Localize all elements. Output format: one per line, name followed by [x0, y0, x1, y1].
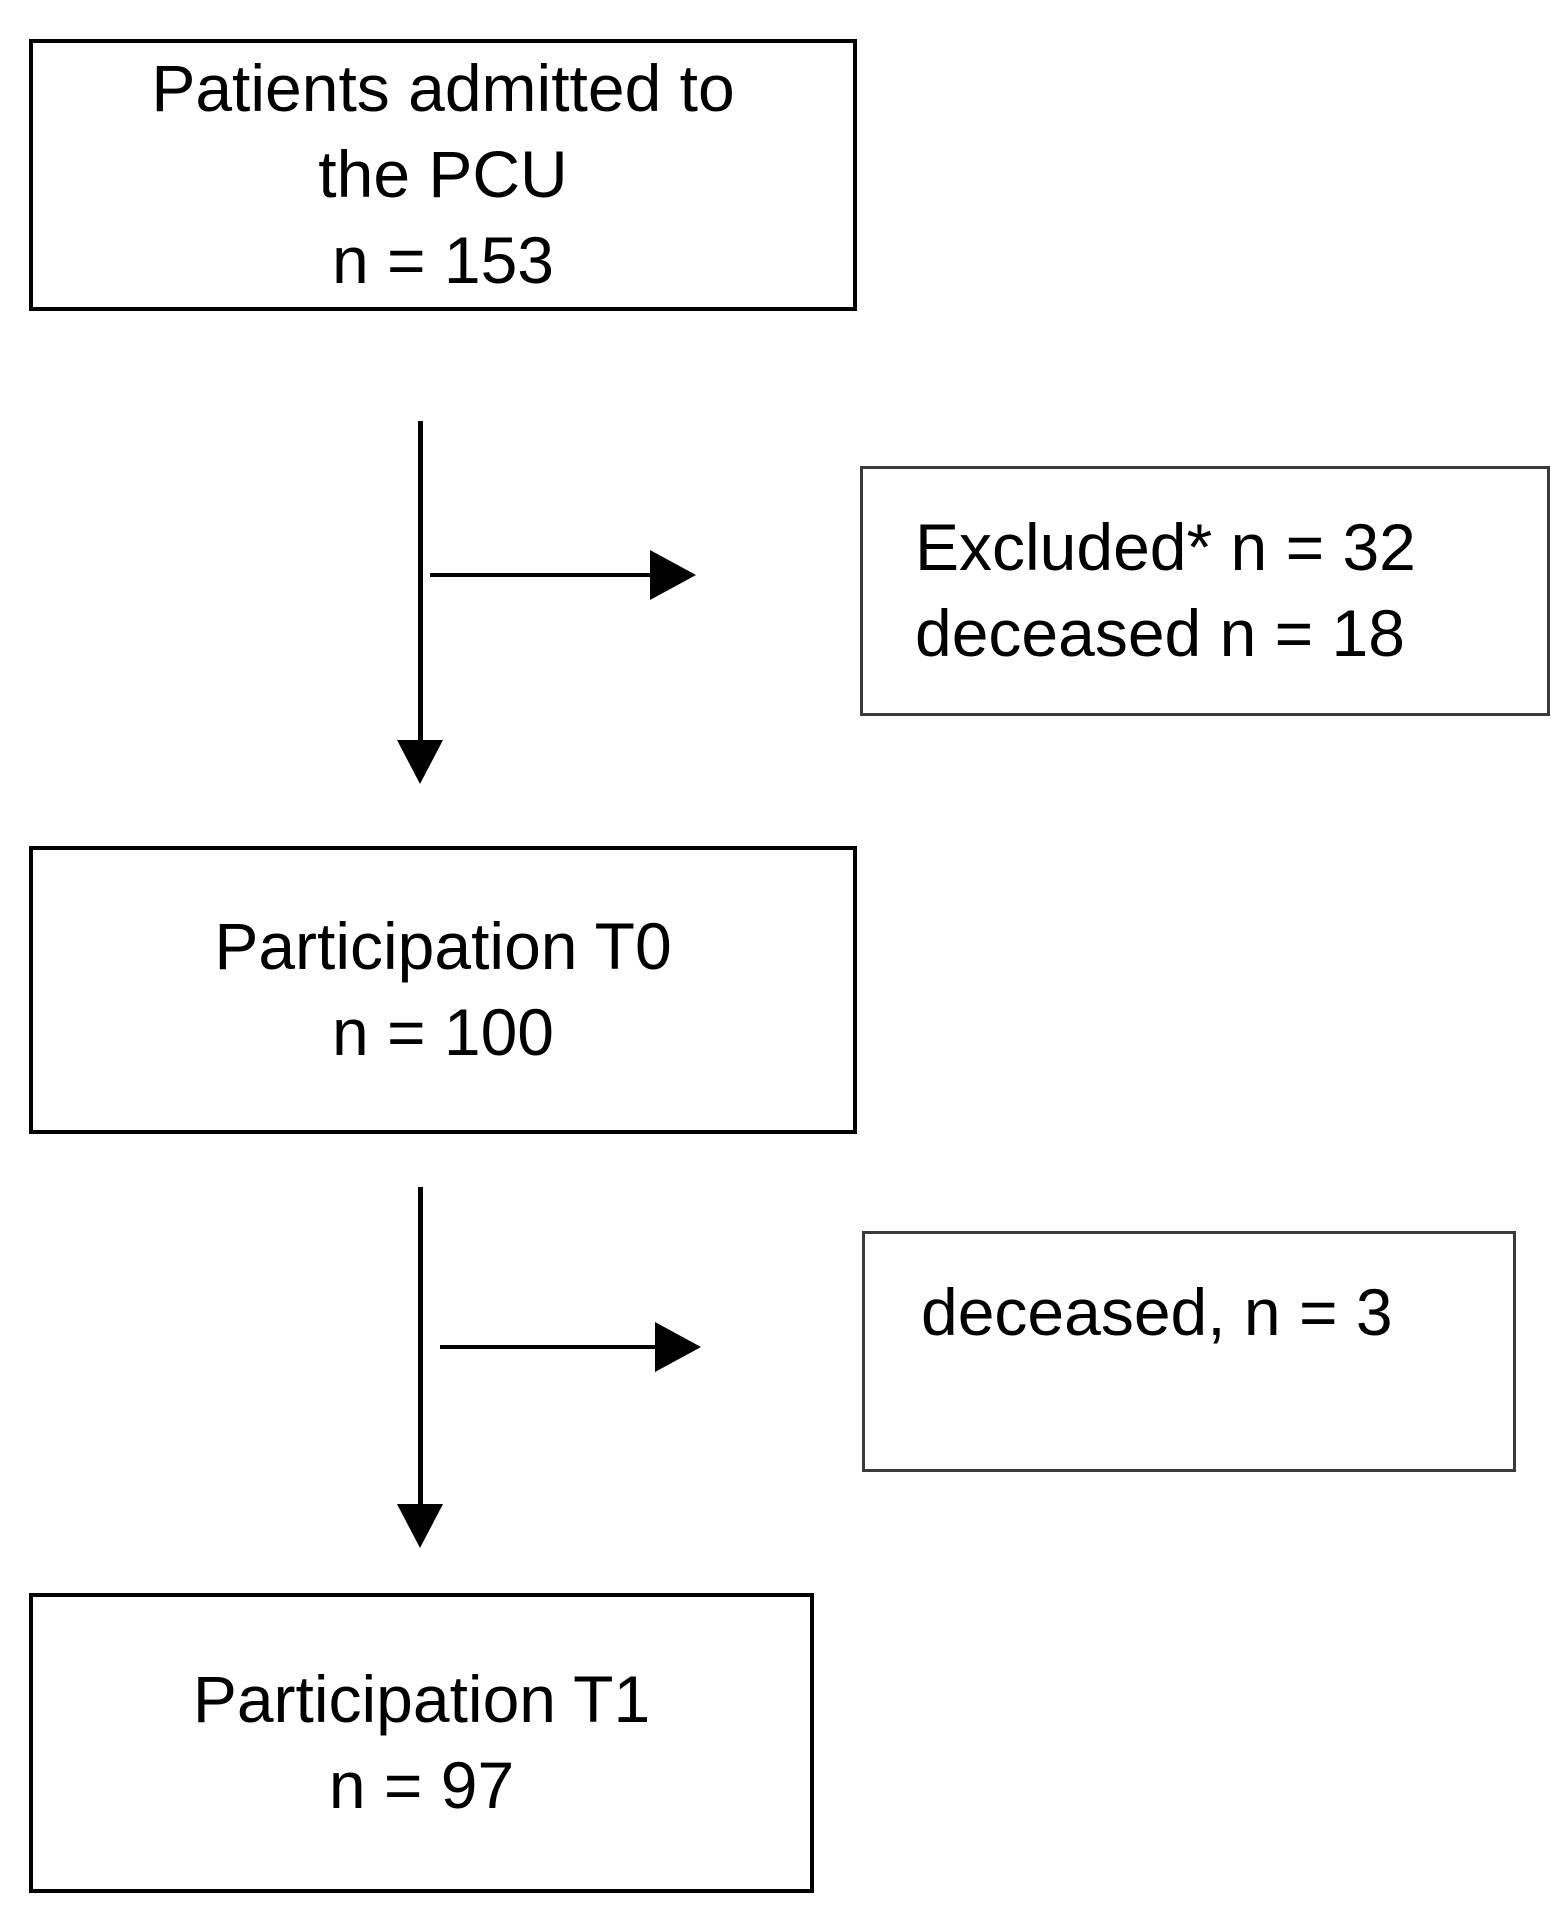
arrow-t0-to-deceased-head-icon: [655, 1322, 701, 1372]
deceased-between-line-1: deceased, n = 3: [921, 1275, 1393, 1349]
participation-t1-count: n = 97: [328, 1748, 515, 1822]
participation-t0-box: Participation T0 n = 100: [29, 846, 857, 1134]
deceased-between-text: deceased, n = 3: [921, 1270, 1513, 1356]
participation-t1-label: Participation T1: [192, 1662, 651, 1737]
participation-t1-box: Participation T1 n = 97: [29, 1593, 814, 1893]
arrow-t0-to-deceased-stem: [440, 1345, 662, 1349]
arrow-t0-to-t1-head-icon: [397, 1504, 443, 1548]
deceased-between-box: deceased, n = 3: [862, 1231, 1516, 1472]
patients-admitted-line-1: Patients admitted to: [151, 51, 735, 126]
excluded-line-2: deceased n = 18: [915, 596, 1405, 670]
participation-t1-text: Participation T1 n = 97: [33, 1657, 810, 1829]
patients-admitted-text: Patients admitted to the PCU n = 153: [33, 46, 853, 303]
excluded-text: Excluded* n = 32 deceased n = 18: [863, 505, 1547, 677]
arrow-admitted-to-excluded-head-icon: [650, 550, 696, 600]
patients-admitted-line-2: the PCU: [318, 137, 568, 212]
participation-t0-text: Participation T0 n = 100: [33, 904, 853, 1076]
participation-t0-label: Participation T0: [214, 909, 672, 984]
arrow-t0-to-t1-stem: [418, 1187, 423, 1507]
excluded-box: Excluded* n = 32 deceased n = 18: [860, 466, 1550, 716]
patients-admitted-box: Patients admitted to the PCU n = 153: [29, 39, 857, 311]
excluded-line-1: Excluded* n = 32: [915, 510, 1416, 585]
arrow-admitted-to-t0-head-icon: [397, 740, 443, 784]
patients-admitted-count: n = 153: [331, 222, 555, 297]
arrow-admitted-to-t0-stem: [418, 421, 423, 743]
arrow-admitted-to-excluded-stem: [430, 573, 658, 577]
participation-t0-count: n = 100: [331, 995, 555, 1069]
